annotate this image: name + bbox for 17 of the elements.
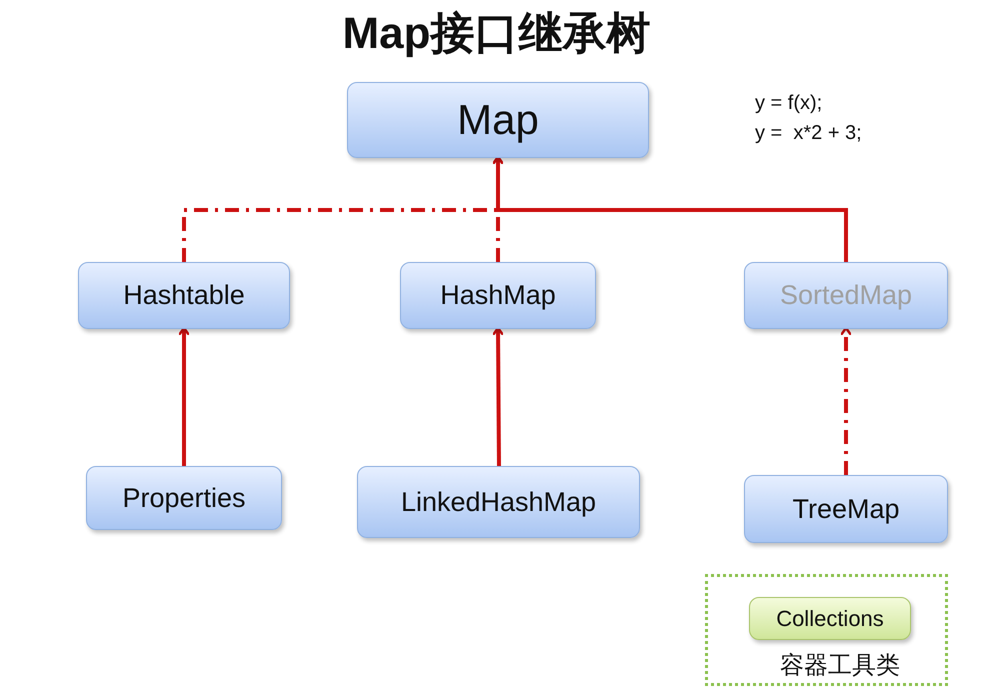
inheritance-arrow bbox=[178, 326, 190, 466]
inheritance-arrow bbox=[492, 326, 504, 466]
class-box: Hashtable bbox=[78, 262, 290, 329]
formula-note: y = x*2 + 3; bbox=[755, 122, 862, 145]
class-box: LinkedHashMap bbox=[357, 466, 640, 538]
tool-class-group bbox=[705, 574, 948, 686]
inheritance-arrow bbox=[840, 326, 852, 475]
class-box: TreeMap bbox=[744, 475, 948, 543]
class-box: Map bbox=[347, 82, 649, 158]
class-box: Properties bbox=[86, 466, 282, 530]
title: Map接口继承树 bbox=[342, 8, 652, 60]
inheritance-arrow bbox=[492, 156, 848, 262]
class-box: SortedMap bbox=[744, 262, 948, 329]
formula-note: y = f(x); bbox=[755, 92, 822, 115]
class-box: Collections bbox=[749, 597, 911, 640]
class-box: HashMap bbox=[400, 262, 596, 329]
group-label: 容器工具类 bbox=[780, 650, 900, 681]
